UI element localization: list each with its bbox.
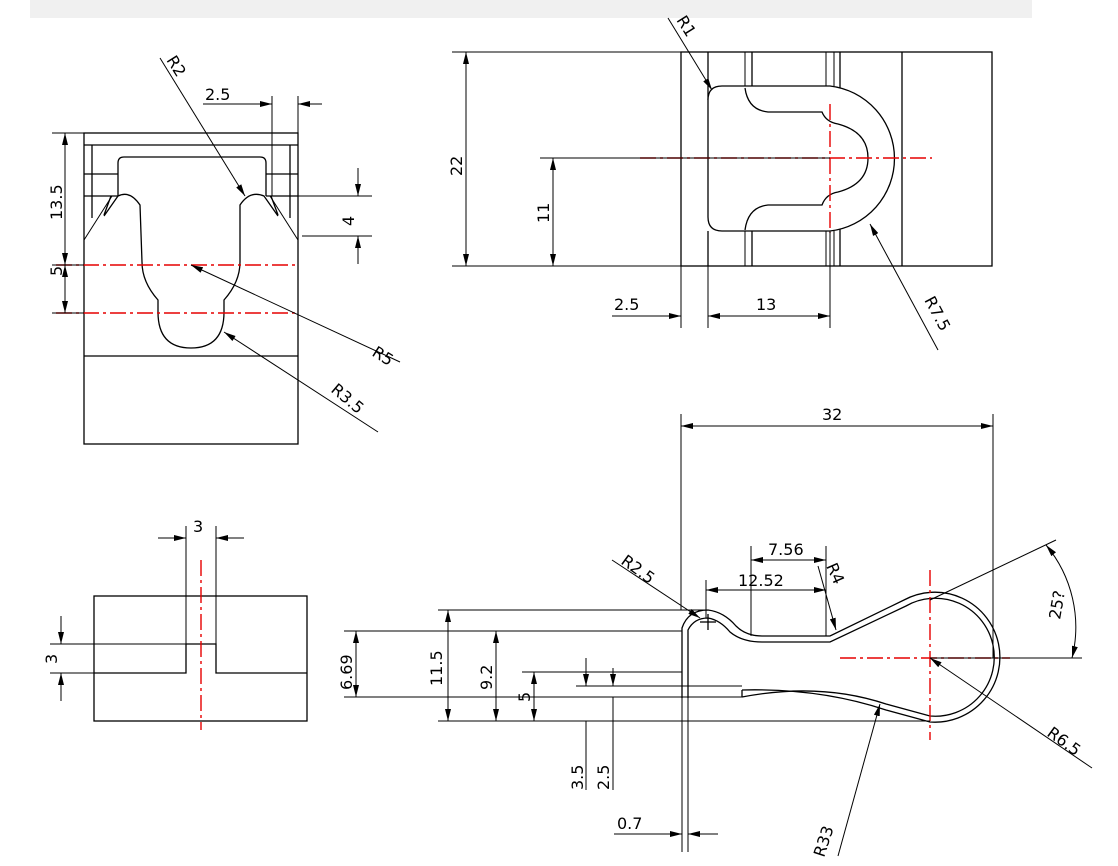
- label-r5: R5: [369, 342, 397, 369]
- label-r33: R33: [810, 823, 838, 859]
- dim-3-5: 3.5: [568, 765, 587, 790]
- slot-view: 3 3: [42, 517, 308, 730]
- dim-7-56: 7.56: [768, 540, 804, 559]
- dim-13-5: 13.5: [47, 184, 66, 220]
- dim-13: 13: [756, 295, 776, 314]
- label-r2-5: R2.5: [618, 551, 659, 588]
- clip-outer-profile: [681, 591, 1001, 723]
- top-bar: [30, 0, 1032, 18]
- front-view: 13.5 5 2.5 4 R2 R5 R3.5: [47, 52, 401, 445]
- dim-5-front: 5: [47, 266, 66, 276]
- label-r1: R1: [673, 12, 700, 40]
- dim-2-5-front: 2.5: [205, 85, 230, 104]
- label-r6-5: R6.5: [1044, 723, 1085, 760]
- dim-22: 22: [447, 156, 466, 176]
- top-view-outline: [680, 51, 993, 267]
- dim-12-52: 12.52: [738, 571, 784, 590]
- side-view: 32 7.56 12.52 R2.5 R4 25? 11.5 6.69 9.2: [337, 405, 1093, 859]
- dim-9-2: 9.2: [477, 665, 496, 690]
- dim-3-top: 3: [193, 517, 203, 536]
- dim-3-left: 3: [42, 654, 61, 664]
- dim-25-angle: 25?: [1045, 589, 1069, 621]
- front-view-outline: [83, 132, 299, 445]
- dim-11: 11: [534, 203, 553, 223]
- dim-2-5-top: 2.5: [614, 295, 639, 314]
- dim-32: 32: [822, 405, 842, 424]
- clip-inner-profile: [687, 597, 995, 717]
- front-keyhole-slot: [103, 156, 279, 349]
- top-slot-profile: [707, 85, 896, 232]
- dim-2-5-side: 2.5: [594, 765, 613, 790]
- top-view: 22 11 2.5 13 R1 R7.5: [447, 12, 993, 351]
- dim-11-5: 11.5: [427, 650, 446, 686]
- dim-4: 4: [339, 216, 358, 226]
- label-r2: R2: [163, 52, 190, 80]
- dim-5-side: 5: [515, 692, 534, 702]
- dim-0-7: 0.7: [617, 814, 642, 833]
- dim-6-69: 6.69: [337, 654, 356, 690]
